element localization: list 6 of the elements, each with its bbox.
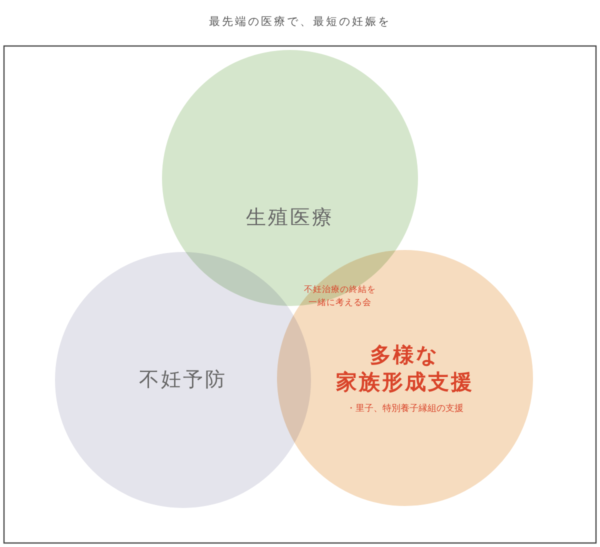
circle-label: 生殖医療 <box>245 204 335 230</box>
circle-subtext: ・里子、特別養子縁組の支援 <box>346 402 464 415</box>
tagline: 最先端の医療で、最短の妊娠を <box>208 14 392 29</box>
circle-label: 不妊予防 <box>138 366 228 392</box>
circle-label: 多様な家族形成支援 <box>335 342 475 396</box>
overlap-note: 不妊治療の終結を一緒に考える会 <box>304 284 376 310</box>
